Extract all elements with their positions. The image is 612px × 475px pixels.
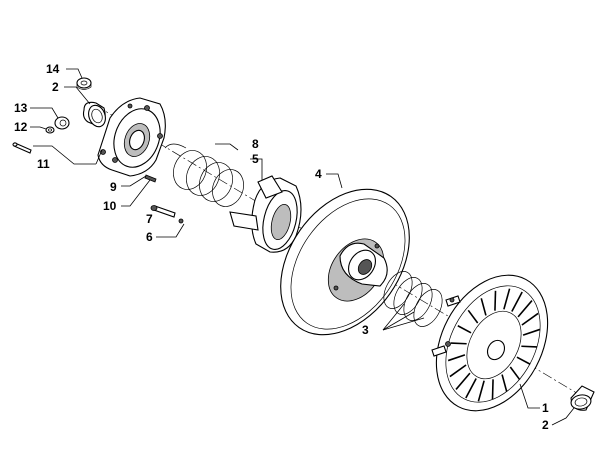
- cooling-fin: [477, 380, 485, 402]
- part-14-nut: [76, 77, 92, 90]
- callout-13: 13: [14, 101, 28, 115]
- cooling-fin: [491, 379, 494, 400]
- callout-12: 12: [14, 120, 28, 134]
- part-7-bolt: [150, 205, 176, 218]
- part-8-spring: [164, 143, 244, 207]
- cooling-fin: [516, 356, 531, 365]
- cooling-fin: [501, 374, 508, 392]
- cooling-fin: [509, 366, 521, 381]
- cooling-fin: [447, 354, 466, 362]
- part-11-pin: [12, 142, 32, 154]
- cooling-fin: [467, 309, 479, 324]
- part-1-fixed-sheave: [431, 274, 549, 412]
- cooling-fin: [455, 372, 471, 390]
- cooling-fin: [450, 342, 467, 345]
- callout-10: 10: [103, 199, 117, 213]
- cooling-fin: [521, 345, 538, 348]
- callout-8: 8: [252, 137, 259, 151]
- part-6-fastener: [178, 218, 184, 224]
- cooling-fin: [449, 364, 467, 378]
- cooling-fins: [447, 288, 541, 402]
- cooling-fin: [480, 298, 487, 316]
- part-9-cover-plate: [97, 97, 166, 177]
- callout-1: 1: [542, 401, 549, 415]
- part-13-roller: [54, 116, 70, 130]
- cooling-fin: [494, 290, 497, 311]
- part-10-screw: [144, 174, 157, 183]
- cooling-fin: [465, 378, 477, 399]
- part-4-movable-sheave: [280, 188, 410, 336]
- cooling-fin: [517, 300, 533, 318]
- callout-4: 4: [315, 167, 322, 181]
- part-12-washer: [45, 126, 55, 134]
- part-5-helix-cam: [229, 175, 302, 253]
- part-3-spring: [383, 271, 443, 327]
- part-2-bushing-upper: [82, 101, 106, 128]
- leader-lines: [30, 68, 575, 426]
- cooling-fin: [522, 328, 541, 336]
- callout-11: 11: [37, 157, 50, 171]
- callout-6: 6: [146, 230, 153, 244]
- callout-9: 9: [110, 180, 117, 194]
- part-2-bushing-lower: [570, 385, 595, 411]
- callout-2-upper: 2: [52, 80, 59, 94]
- callout-2-lower: 2: [542, 418, 549, 432]
- callout-14: 14: [46, 62, 60, 76]
- cooling-fin: [503, 288, 511, 310]
- callout-7: 7: [146, 212, 153, 226]
- callout-labels: 14 2 13 12 11 9 10 8 5 4 7 6 3 1 2: [14, 62, 549, 432]
- cooling-fin: [521, 312, 539, 326]
- callout-3: 3: [362, 323, 369, 337]
- cooling-fin: [457, 325, 472, 334]
- cooling-fin: [511, 291, 523, 312]
- callout-5: 5: [252, 152, 259, 166]
